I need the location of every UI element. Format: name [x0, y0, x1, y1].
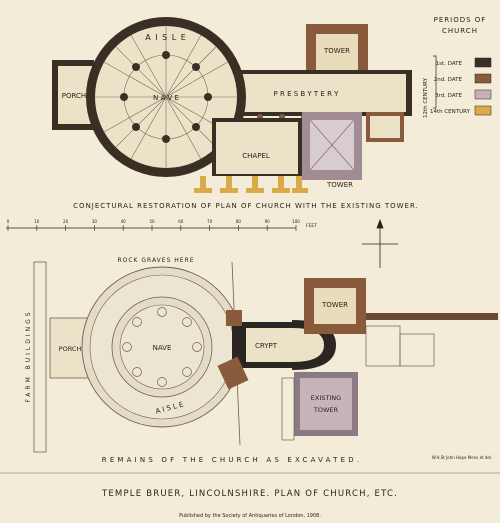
farm-buildings-strip [33, 261, 47, 453]
credit-line: W.H.St John Hope Mens et del. [432, 455, 493, 460]
farm-buildings-label: FARM BUILDINGS [25, 309, 32, 402]
existing-tower-label-2: TOWER [313, 406, 339, 414]
upper-chapel-label: CHAPEL [242, 152, 270, 160]
legend-item-label: 1st. DATE [436, 61, 463, 67]
legend-swatch [474, 73, 492, 84]
scale-tick-label: 80 [236, 219, 242, 224]
lower-plan: ROCK GRAVES HERE FARM BUILDINGS PORCH NA… [25, 257, 498, 464]
rock-graves-label: ROCK GRAVES HERE [117, 257, 194, 264]
lower-porch-label: PORCH [59, 345, 82, 353]
existing-tower-label-1: EXISTING [311, 394, 341, 402]
legend-item-label: 2nd. DATE [434, 77, 463, 83]
scale-unit: FEET [306, 223, 317, 229]
legend-swatch [474, 105, 492, 116]
upper-tower-label: TOWER [323, 47, 350, 55]
legend-swatch [474, 57, 492, 68]
publisher-line: Published by the Society of Antiquaries … [179, 513, 321, 519]
legend-item-label: 3rd. DATE [435, 93, 462, 99]
scale-tick-label: 100 [292, 219, 300, 224]
legend-title-line1: PERIODS OF [434, 16, 487, 24]
north-arrow-icon [362, 218, 398, 268]
scale-tick-label: 30 [92, 219, 98, 224]
scale-tick-label: 40 [121, 219, 127, 224]
scale-tick-label: 60 [178, 219, 184, 224]
upper-plan: A I S L E N A V E PORCH P R E S B Y T E … [52, 17, 419, 210]
lower-tower-upper-label: TOWER [326, 181, 353, 189]
lower-tower-label: TOWER [321, 301, 348, 309]
scale-tick-label: 10 [34, 219, 40, 224]
legend-swatch [474, 89, 492, 100]
scale-bar: 0 10 20 30 40 50 60 70 80 90 100 FEET [6, 219, 317, 231]
upper-caption: CONJECTURAL RESTORATION OF PLAN OF CHURC… [73, 202, 419, 210]
lower-nave-label: NAVE [153, 344, 172, 352]
upper-porch-label: PORCH [62, 92, 86, 100]
legend-century-label: 12th CENTURY [423, 77, 429, 118]
upper-aisle-label: A I S L E [145, 33, 187, 42]
scale-tick-label: 20 [63, 219, 69, 224]
legend-title-line2: CHURCH [442, 27, 478, 35]
upper-presbytery-label: P R E S B Y T E R Y [274, 90, 340, 98]
lower-caption: REMAINS OF THE CHURCH AS EXCAVATED. [102, 456, 363, 464]
legend-item-label: 14th CENTURY [430, 109, 471, 115]
scale-tick-label: 90 [265, 219, 271, 224]
scale-tick-label: 0 [7, 219, 10, 224]
scale-tick-label: 70 [207, 219, 213, 224]
upper-nave-label: N A V E [153, 94, 179, 102]
scale-tick-label: 50 [149, 219, 155, 224]
plate-title: TEMPLE BRUER, LINCOLNSHIRE. PLAN OF CHUR… [101, 489, 398, 499]
lower-crypt-label: CRYPT [255, 342, 278, 350]
legend: PERIODS OF CHURCH 12th CENTURY 1st. DATE… [423, 16, 492, 118]
